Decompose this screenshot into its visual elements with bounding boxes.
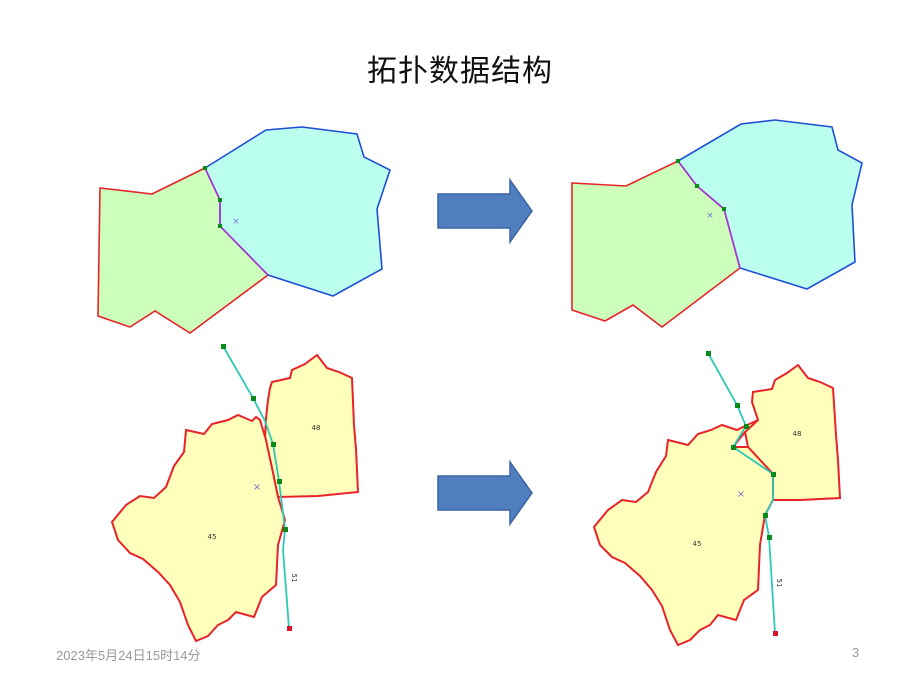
parcel-45	[110, 413, 287, 643]
vertex-marker	[695, 184, 699, 188]
arrow-top-icon	[437, 177, 533, 245]
label-45: 45	[208, 533, 217, 541]
line-vertex	[283, 527, 288, 532]
line-end-node	[287, 626, 292, 631]
line-start-node	[706, 351, 711, 356]
teal-line	[222, 345, 290, 629]
line-end-node	[773, 631, 778, 636]
line-vertex	[277, 479, 282, 484]
line-vertex	[731, 445, 736, 450]
line-vertex	[271, 442, 276, 447]
vertex-marker	[676, 159, 680, 163]
slide-title: 拓扑数据结构	[367, 54, 553, 89]
line-vertex	[763, 513, 768, 518]
centroid-marker: ×	[253, 482, 261, 493]
top-left-map: ×	[97, 126, 391, 334]
centroid-marker: ×	[232, 217, 240, 227]
label-51: 51	[290, 574, 298, 583]
vertex-marker	[203, 166, 207, 170]
vertex-marker	[218, 198, 222, 202]
shared-edge	[677, 160, 741, 269]
page-number: 3	[852, 645, 860, 660]
line-vertex	[744, 424, 749, 429]
line-vertex	[771, 472, 776, 477]
top-right-map: ×	[571, 119, 863, 329]
line-vertex	[735, 403, 740, 408]
line-start-node	[221, 344, 226, 349]
line-vertex	[251, 396, 256, 401]
vertex-marker	[722, 207, 726, 211]
arrow-bottom-icon	[437, 459, 533, 527]
centroid-marker: ×	[737, 489, 745, 500]
bottom-left-map: × 48 45 51	[110, 344, 360, 643]
bottom-right-map: × 48 45 51	[592, 351, 842, 647]
vertex-marker	[218, 224, 222, 228]
label-48: 48	[312, 424, 321, 432]
label-48: 48	[793, 430, 802, 438]
line-vertex	[767, 535, 772, 540]
footer-date: 2023年5月24日15时14分	[56, 648, 201, 663]
parcel-45	[592, 419, 774, 647]
parcel-48	[263, 353, 360, 499]
shared-edge	[204, 167, 269, 276]
centroid-marker: ×	[706, 211, 714, 221]
label-45: 45	[693, 540, 702, 548]
label-51: 51	[775, 579, 783, 588]
